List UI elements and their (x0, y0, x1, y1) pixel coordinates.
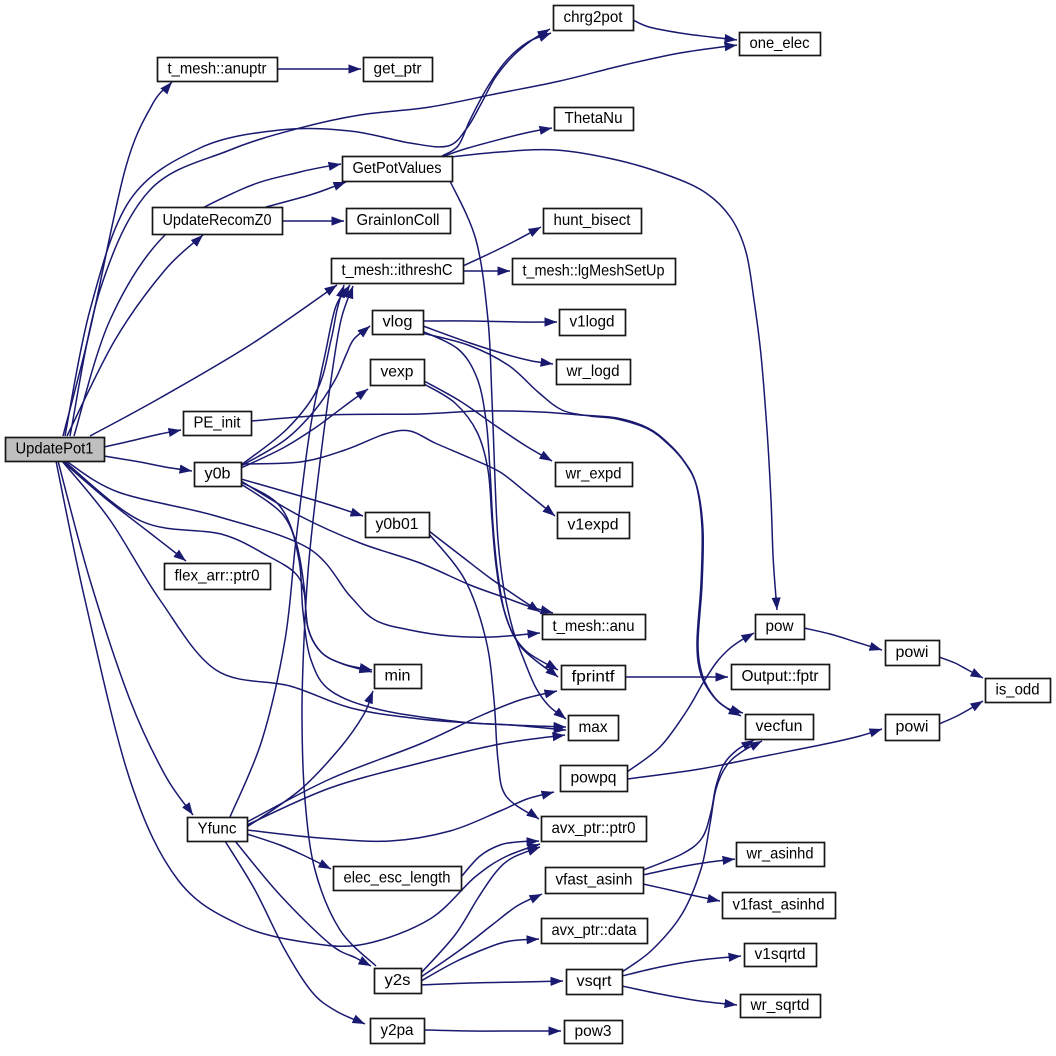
svg-text:vfast_asinh: vfast_asinh (556, 872, 633, 889)
svg-text:vecfun: vecfun (756, 718, 803, 735)
svg-text:pow3: pow3 (575, 1023, 612, 1040)
svg-text:wr_sqrtd: wr_sqrtd (750, 997, 810, 1014)
svg-text:powi: powi (896, 644, 929, 661)
svg-text:fprintf: fprintf (572, 669, 616, 686)
svg-text:t_mesh::ithreshC: t_mesh::ithreshC (342, 262, 453, 279)
svg-text:t_mesh::anuptr: t_mesh::anuptr (168, 61, 268, 78)
svg-text:v1fast_asinhd: v1fast_asinhd (733, 897, 825, 914)
svg-text:y2pa: y2pa (381, 1022, 414, 1039)
svg-text:chrg2pot: chrg2pot (564, 9, 624, 26)
svg-text:one_elec: one_elec (750, 35, 810, 52)
svg-text:v1expd: v1expd (568, 517, 619, 534)
svg-text:UpdatePot1: UpdatePot1 (16, 441, 94, 458)
svg-text:vsqrt: vsqrt (577, 973, 613, 990)
svg-text:ThetaNu: ThetaNu (565, 110, 623, 127)
svg-text:min: min (385, 668, 411, 685)
svg-text:avx_ptr::ptr0: avx_ptr::ptr0 (552, 820, 636, 837)
svg-text:hunt_bisect: hunt_bisect (554, 212, 632, 229)
svg-text:powi: powi (896, 719, 929, 736)
svg-text:t_mesh::lgMeshSetUp: t_mesh::lgMeshSetUp (523, 263, 665, 280)
svg-text:elec_esc_length: elec_esc_length (344, 870, 451, 887)
svg-text:wr_logd: wr_logd (566, 363, 620, 380)
svg-text:avx_ptr::data: avx_ptr::data (552, 922, 637, 939)
svg-text:v1logd: v1logd (570, 314, 615, 331)
svg-text:wr_expd: wr_expd (565, 466, 622, 483)
svg-text:y2s: y2s (385, 972, 411, 989)
svg-text:GetPotValues: GetPotValues (353, 160, 442, 177)
svg-text:get_ptr: get_ptr (374, 61, 423, 78)
svg-text:UpdateRecomZ0: UpdateRecomZ0 (163, 212, 272, 229)
svg-text:Yfunc: Yfunc (198, 821, 237, 838)
svg-text:is_odd: is_odd (996, 682, 1040, 699)
svg-text:vlog: vlog (383, 314, 413, 331)
svg-text:pow: pow (766, 618, 794, 635)
svg-text:y0b01: y0b01 (376, 516, 419, 533)
svg-text:Output::fptr: Output::fptr (742, 668, 820, 685)
svg-text:t_mesh::anu: t_mesh::anu (553, 618, 635, 635)
svg-text:y0b: y0b (205, 466, 231, 483)
svg-text:max: max (579, 719, 608, 736)
svg-text:v1sqrtd: v1sqrtd (755, 946, 806, 963)
svg-text:wr_asinhd: wr_asinhd (746, 846, 814, 863)
svg-text:GrainIonColl: GrainIonColl (357, 212, 440, 229)
svg-text:vexp: vexp (381, 364, 414, 381)
svg-text:PE_init: PE_init (194, 415, 242, 432)
svg-text:powpq: powpq (571, 770, 617, 787)
svg-text:flex_arr::ptr0: flex_arr::ptr0 (175, 568, 260, 585)
